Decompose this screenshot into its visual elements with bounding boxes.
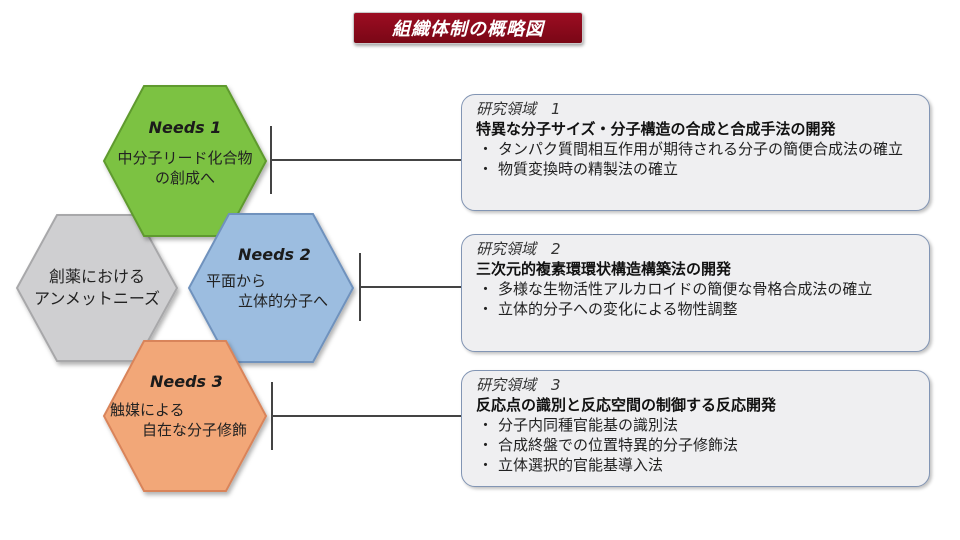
needs-2-name: Needs 2 — [238, 245, 311, 264]
needs-3-line-2: 自在な分子修飾 — [142, 421, 248, 439]
research-area-1: 研究領域 1 特異な分子サイズ・分子構造の合成と合成手法の開発 タンパク質間相互… — [461, 94, 930, 211]
diagram-title: 組織体制の概略図 — [353, 12, 583, 44]
research-area-3: 研究領域 3 反応点の識別と反応空間の制御する反応開発 分子内同種官能基の識別法… — [461, 370, 930, 487]
needs-1-line-1: 中分子リード化合物 — [117, 149, 253, 167]
needs-2-line-1: 平面から — [206, 272, 267, 290]
research-area-3-title: 反応点の識別と反応空間の制御する反応開発 — [476, 396, 777, 414]
research-area-2: 研究領域 2 三次元的複素環環状構造構築法の開発 多様な生物活性アルカロイドの簡… — [461, 234, 930, 352]
research-area-2-title: 三次元的複素環環状構造構築法の開発 — [476, 260, 732, 278]
center-label: 創薬における アンメットニーズ — [27, 266, 167, 310]
needs-2-label: Needs 2 平面から 立体的分子へ — [200, 245, 350, 311]
needs-1-name: Needs 1 — [148, 118, 222, 137]
research-area-1-head: 研究領域 1 — [476, 100, 561, 118]
research-area-1-bullet-1: タンパク質間相互作用が期待される分子の簡便合成法の確立 — [476, 139, 919, 159]
research-area-3-bullet-1: 分子内同種官能基の識別法 — [476, 415, 919, 435]
needs-2-line-2: 立体的分子へ — [238, 292, 329, 310]
needs-1-line-2: の創成へ — [154, 169, 215, 187]
needs-3-name: Needs 3 — [150, 372, 223, 391]
research-area-2-bullet-2: 立体的分子への変化による物性調整 — [476, 299, 919, 319]
research-area-2-bullet-1: 多様な生物活性アルカロイドの簡便な骨格合成法の確立 — [476, 279, 919, 299]
needs-3-label: Needs 3 触媒による 自在な分子修飾 — [108, 372, 266, 440]
hexagon-needs-3 — [102, 340, 268, 492]
hexagon-center — [15, 214, 179, 362]
needs-3-line-1: 触媒による — [110, 401, 185, 419]
research-area-2-head: 研究領域 2 — [476, 240, 561, 258]
research-area-3-head: 研究領域 3 — [476, 376, 561, 394]
research-area-1-title: 特異な分子サイズ・分子構造の合成と合成手法の開発 — [476, 120, 836, 138]
research-area-3-bullet-3: 立体選択的官能基導入法 — [476, 455, 919, 475]
connector-1 — [270, 126, 461, 194]
research-area-1-bullet-2: 物質変換時の精製法の確立 — [476, 159, 919, 179]
connector-3 — [271, 382, 461, 450]
center-label-line-1: 創薬における — [48, 267, 145, 286]
connector-2 — [359, 253, 461, 321]
center-label-line-2: アンメットニーズ — [33, 289, 161, 308]
hexagon-needs-1 — [102, 85, 268, 237]
research-area-3-bullet-2: 合成終盤での位置特異的分子修飾法 — [476, 435, 919, 455]
needs-1-label: Needs 1 中分子リード化合物 の創成へ — [104, 118, 266, 188]
